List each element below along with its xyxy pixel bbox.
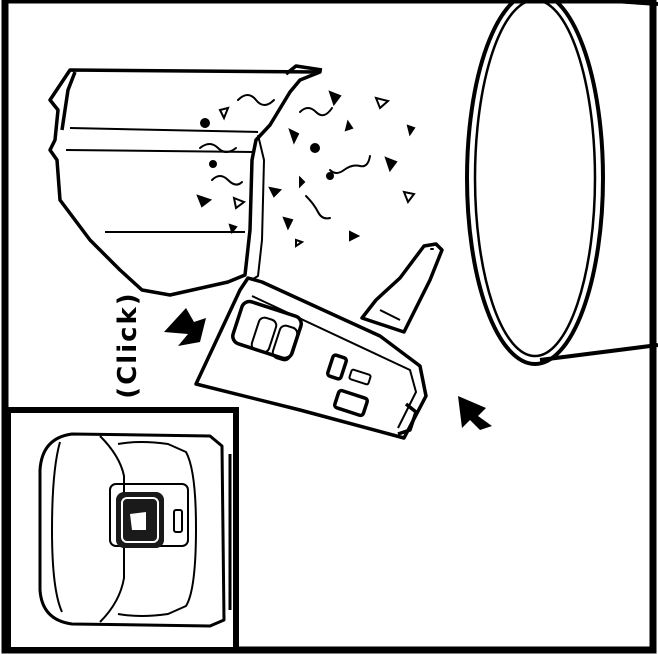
click-label: (Click) [111,285,145,405]
trash-bin-icon [467,0,658,364]
dust-cup-icon [50,66,322,295]
release-button-icon [116,492,164,548]
debris-icon [198,92,414,246]
push-arrow-right-icon [458,396,492,430]
push-arrow-left-icon [164,308,206,346]
